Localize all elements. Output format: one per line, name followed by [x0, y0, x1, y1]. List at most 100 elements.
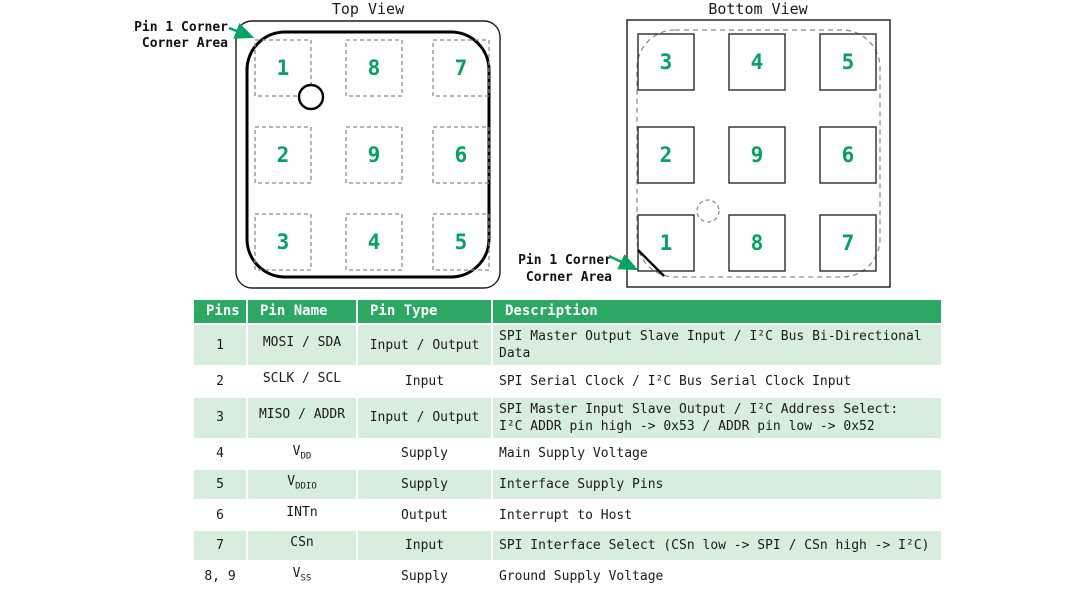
table-row: 1 MOSI / SDA Input / Output SPI Master O… — [192, 323, 943, 367]
cell-type: Input / Output — [356, 323, 493, 367]
cell-type: Supply — [356, 437, 493, 471]
cell-type: Supply — [356, 468, 493, 501]
cell-name: INTn — [246, 498, 358, 532]
pin-name-subscript: SS — [300, 573, 312, 584]
table-row: 5 VDDIO Supply Interface Supply Pins — [192, 468, 943, 501]
pin-number: 1 — [660, 231, 673, 255]
pin1-corner-chamfer — [637, 249, 665, 277]
cell-name: VSS — [246, 559, 358, 593]
cell-desc: SPI Master Output Slave Input / I²C Bus … — [491, 323, 943, 367]
pad-outline — [728, 126, 786, 184]
pad-outline — [819, 214, 877, 272]
cell-type: Input / Output — [356, 395, 493, 440]
cell-pins: 6 — [192, 498, 248, 532]
pad-outline — [254, 126, 312, 184]
pin1-marker-circle — [297, 83, 325, 111]
top-view-diagram: Top View 1 8 7 2 9 6 3 4 5 Pin — [134, 0, 501, 289]
cell-type: Input — [356, 529, 493, 562]
col-header-pin-name: Pin Name — [246, 298, 358, 325]
pad-outline — [819, 33, 877, 91]
cell-desc: SPI Interface Select (CSn low -> SPI / C… — [491, 529, 943, 562]
pin1-corner-arrow-icon — [228, 23, 255, 39]
pin-name-base: MOSI / SDA — [262, 334, 342, 350]
pad-outline — [637, 33, 695, 91]
cell-desc: SPI Master Input Slave Output / I²C Addr… — [491, 395, 943, 440]
pin-number: 1 — [277, 56, 290, 80]
cell-pins: 1 — [192, 323, 248, 367]
pin-number: 6 — [455, 143, 468, 167]
pin-number: 4 — [751, 50, 764, 74]
pin-number: 6 — [842, 143, 855, 167]
pin-number: 9 — [751, 143, 764, 167]
pad-outline — [345, 39, 403, 97]
pin-number: 5 — [842, 50, 855, 74]
pad-outline — [254, 213, 312, 271]
pin1-corner-arrow-icon — [608, 254, 639, 271]
pad-outline — [432, 39, 490, 97]
table-row: 2 SCLK / SCL Input SPI Serial Clock / I²… — [192, 365, 943, 398]
cell-desc: Interface Supply Pins — [491, 468, 943, 501]
pin-number: 4 — [368, 230, 381, 254]
cell-type: Output — [356, 498, 493, 532]
pin-name-base: SCLK / SCL — [262, 371, 342, 386]
pin1-marker-circle-dashed — [696, 199, 720, 223]
table-row: 3 MISO / ADDR Input / Output SPI Master … — [192, 395, 943, 440]
cell-desc: Interrupt to Host — [491, 498, 943, 532]
pin-number: 9 — [368, 143, 381, 167]
table-row: 8, 9 VSS Supply Ground Supply Voltage — [192, 559, 943, 593]
pin-number: 3 — [277, 230, 290, 254]
pin-name-base: V — [292, 443, 301, 459]
pin-number: 2 — [277, 143, 290, 167]
pin-name-base: V — [287, 474, 296, 490]
package-body-outline-dashed — [636, 29, 881, 278]
pad-outline — [254, 39, 312, 97]
table-row: 4 VDD Supply Main Supply Voltage — [192, 437, 943, 471]
pad-outline — [819, 126, 877, 184]
pin-name-base: MISO / ADDR — [258, 407, 346, 423]
pin-name-subscript: DDIO — [295, 481, 317, 492]
package-outline — [626, 19, 891, 288]
pad-outline — [432, 126, 490, 184]
cell-name: VDDIO — [246, 468, 358, 501]
cell-pins: 2 — [192, 365, 248, 398]
bottom-view-title: Bottom View — [708, 0, 808, 18]
pad-outline — [432, 213, 490, 271]
pin-name-base: V — [292, 565, 301, 581]
pin-number: 8 — [368, 56, 381, 80]
cell-pins: 3 — [192, 395, 248, 440]
cell-name: SCLK / SCL — [246, 365, 358, 398]
pin-name-subscript: DD — [300, 451, 312, 462]
pinout-diagrams: Top View 1 8 7 2 9 6 3 4 5 Pin — [134, 0, 891, 289]
pad-outline — [728, 214, 786, 272]
cell-pins: 4 — [192, 437, 248, 471]
cell-name: VDD — [246, 437, 358, 471]
bottom-view-diagram: Bottom View 3 4 5 2 9 6 1 8 7 — [518, 0, 891, 288]
cell-pins: 7 — [192, 529, 248, 562]
cell-type: Input — [356, 365, 493, 398]
pin-number: 8 — [751, 231, 764, 255]
pad-outline — [637, 214, 695, 272]
cell-name: CSn — [246, 529, 358, 562]
package-outline — [235, 20, 501, 289]
pad-outline — [345, 213, 403, 271]
pin1-corner-label-line2: Corner Area — [142, 36, 228, 51]
cell-pins: 8, 9 — [192, 559, 248, 593]
pin1-corner-label-line2: Corner Area — [526, 270, 612, 285]
cell-desc: Ground Supply Voltage — [491, 559, 943, 593]
cell-desc: Main Supply Voltage — [491, 437, 943, 471]
col-header-pin-type: Pin Type — [356, 298, 493, 325]
pin1-corner-label-line1: Pin 1 Corner — [134, 20, 228, 35]
pin-number: 3 — [660, 50, 673, 74]
pin-name-base: INTn — [286, 504, 318, 520]
pad-outline — [637, 126, 695, 184]
pad-outline — [345, 126, 403, 184]
top-view-title: Top View — [332, 0, 405, 18]
table-row: 6 INTn Output Interrupt to Host — [192, 498, 943, 532]
pin1-corner-label-line1: Pin 1 Corner — [518, 253, 612, 268]
cell-type: Supply — [356, 559, 493, 593]
table-row: 7 CSn Input SPI Interface Select (CSn lo… — [192, 529, 943, 562]
table-header-row: Pins Pin Name Pin Type Description — [192, 298, 943, 325]
pin-number: 2 — [660, 143, 673, 167]
cell-desc: SPI Serial Clock / I²C Bus Serial Clock … — [491, 365, 943, 398]
cell-name: MOSI / SDA — [246, 323, 358, 367]
